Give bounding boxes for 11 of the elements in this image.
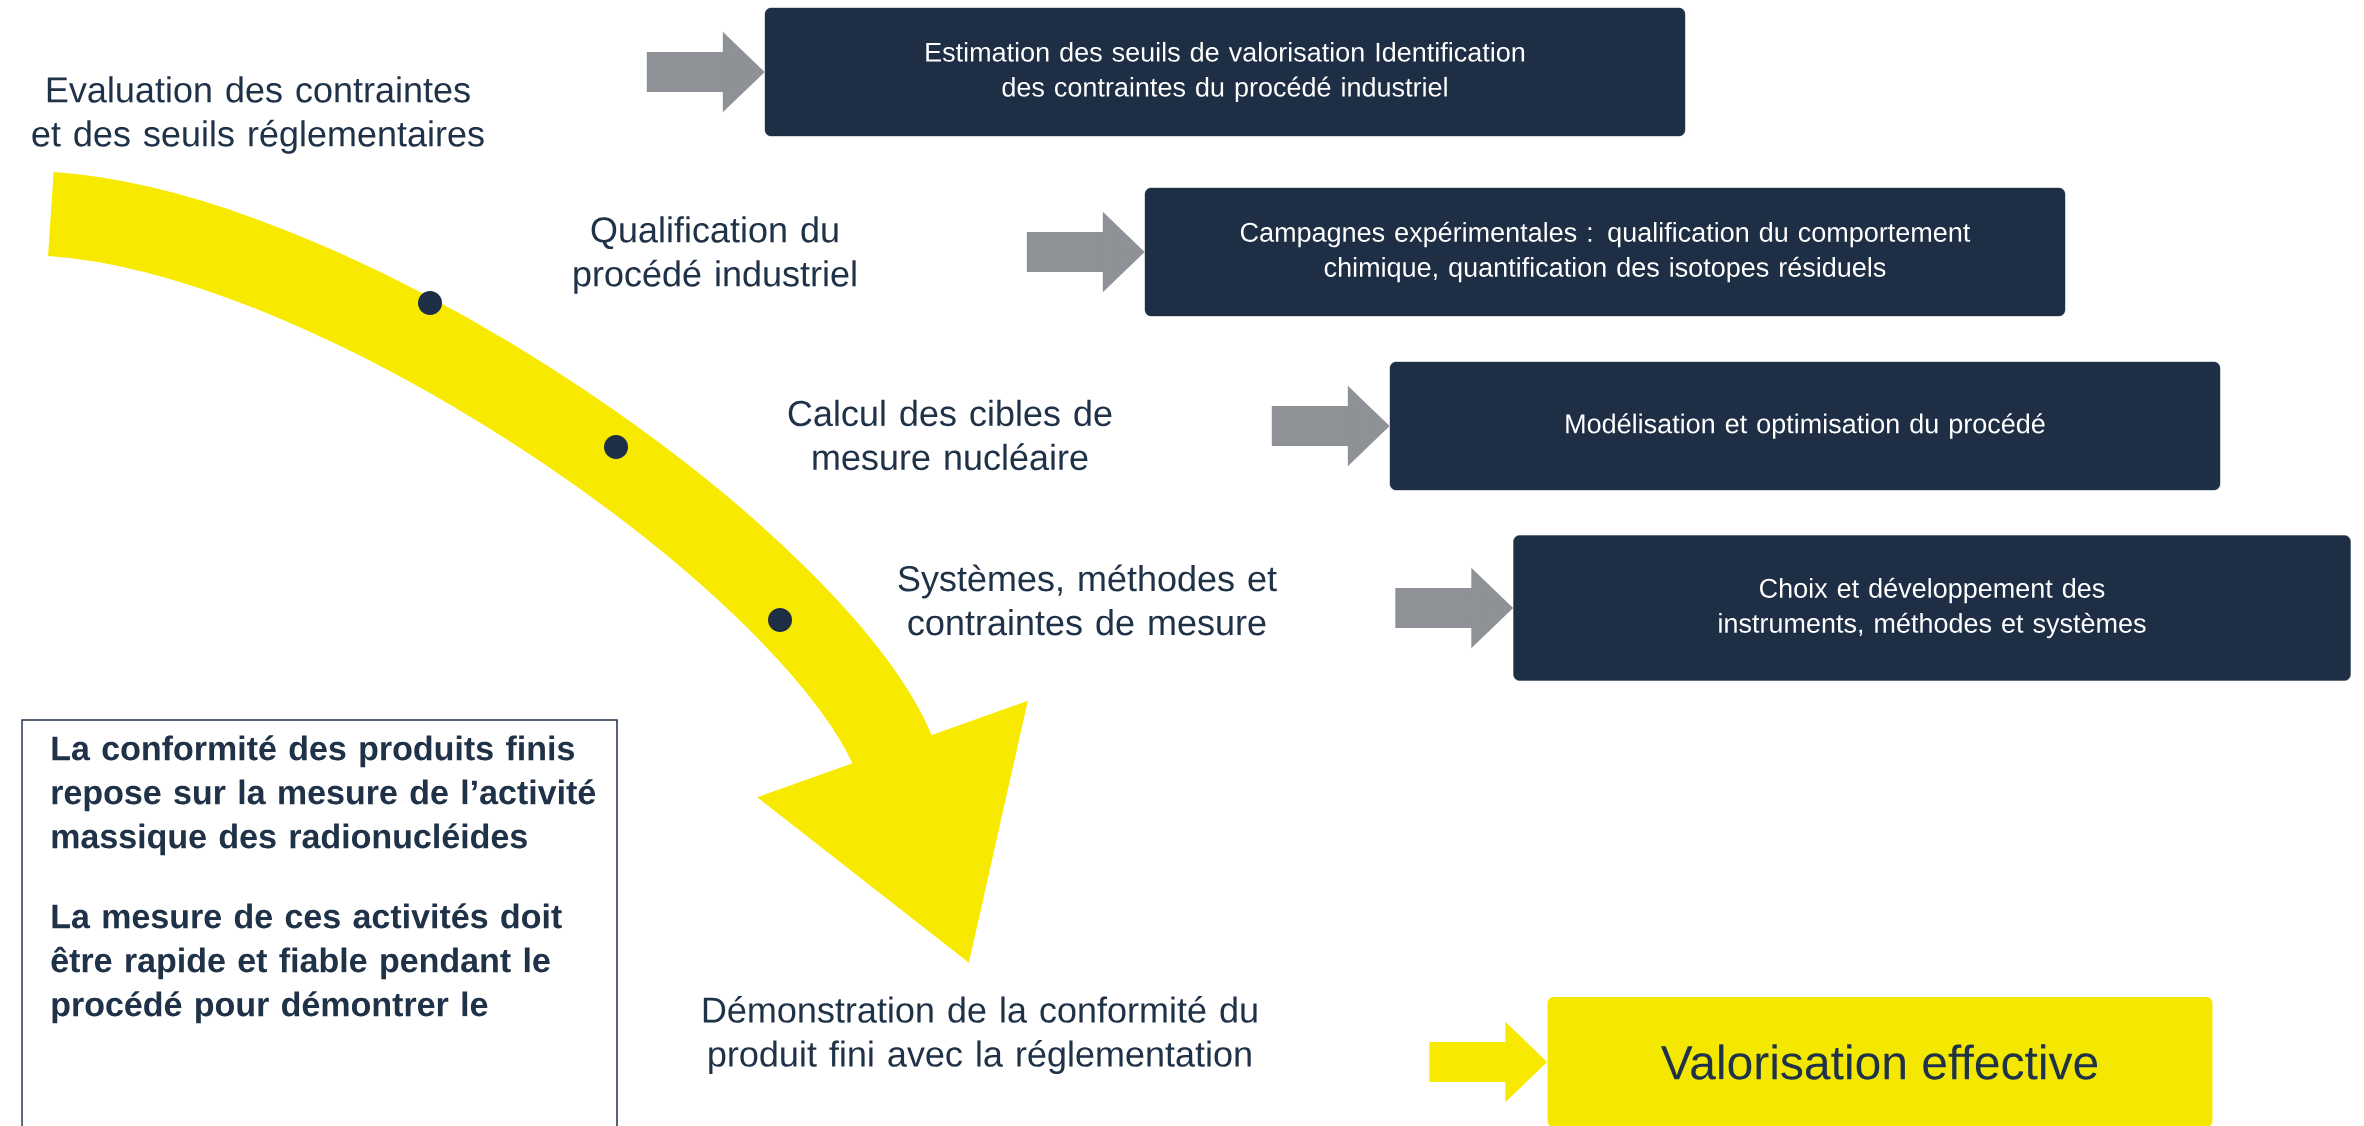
step-box: Campagnes expérimentales : qualification du comportement chimique, quantification des isotopes résiduels [1144,187,2066,317]
step-box: Modélisation et optimisation du procédé [1389,361,2221,491]
step-box: Estimation des seuils de valorisation Identification des contraintes du procédé industriel [764,7,1686,137]
note-box: La conformité des produits finis repose sur la mesure de l’activité massique des radionucléides La mesure de ces activités doit être rapide et fiable pendant le procédé pour démontrer le [21,719,618,1126]
stage-label: Démonstration de la conformité du produit fini avec la réglementation [703,996,1257,1074]
result-box: Valorisation effective [1547,997,2213,1126]
stage-label: Systèmes, méthodes et contraintes de mesure [898,564,1277,636]
stage-label: Evaluation des contraintes et des seuils réglementaires [32,76,484,154]
stage-label: Qualification du procédé industriel [574,216,856,294]
stage-label: Calcul des cibles de mesure nucléaire [788,399,1112,471]
step-box: Choix et développement des instruments, méthodes et systèmes [1513,535,2351,681]
